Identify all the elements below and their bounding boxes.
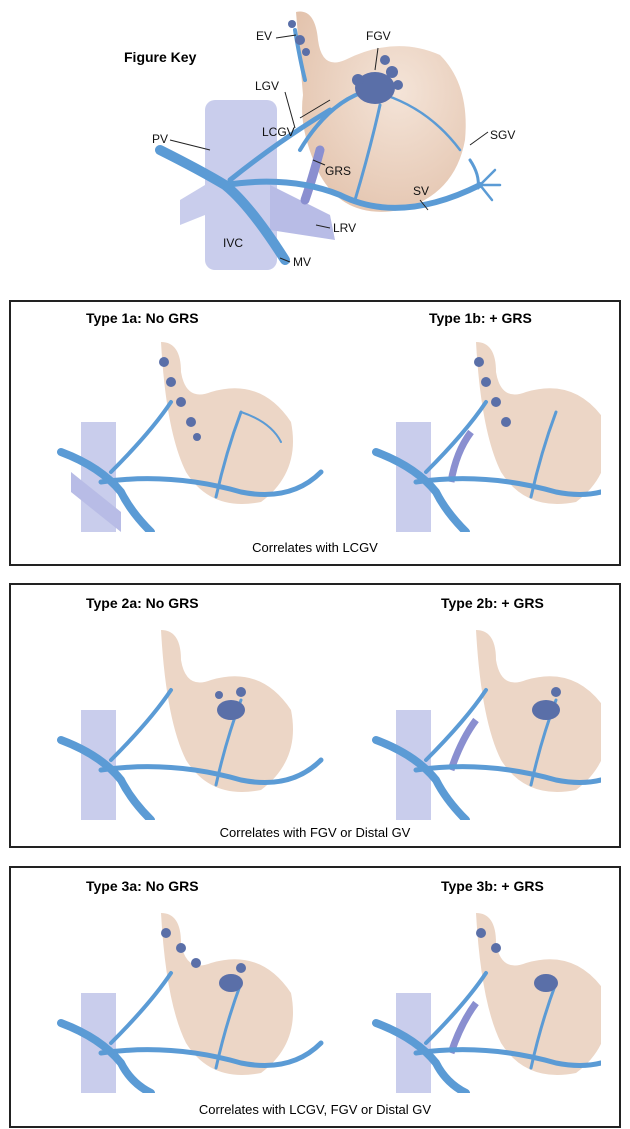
type-3a-illustration [61,913,321,1093]
type-3-panel: Type 3a: No GRS Type 3b: + GRS [9,866,621,1128]
type-1-panel: Type 1a: No GRS Type 1b: + GRS [9,300,621,566]
type-2b-illustration [376,630,601,820]
lrv-vessel [270,185,335,240]
type-2a-illustration [61,630,321,820]
type-1-caption: Correlates with LCGV [11,540,619,555]
type-3-illustrations [41,903,601,1093]
label-lgv: LGV [255,79,279,93]
label-grs: GRS [325,164,351,178]
type-1a-title: Type 1a: No GRS [86,310,199,326]
type-1b-illustration [376,342,601,532]
type-3b-illustration [376,913,601,1093]
type-3a-title: Type 3a: No GRS [86,878,199,894]
type-2-illustrations [41,620,601,820]
sgv-vessel [470,160,478,188]
type-2-caption: Correlates with FGV or Distal GV [11,825,619,840]
figure-key-title: Figure Key [124,49,196,65]
type-2-panel: Type 2a: No GRS Type 2b: + GRS [9,583,621,848]
figure-key-illustration [0,0,630,285]
type-1-illustrations [41,332,601,532]
type-1b-title: Type 1b: + GRS [429,310,532,326]
label-lcgv: LCGV [262,125,295,139]
label-pv: PV [152,132,168,146]
type-2b-title: Type 2b: + GRS [441,595,544,611]
label-ev: EV [256,29,272,43]
type-3-caption: Correlates with LCGV, FGV or Distal GV [11,1102,619,1117]
type-2a-title: Type 2a: No GRS [86,595,199,611]
label-ivc: IVC [223,236,243,250]
label-mv: MV [293,255,311,269]
label-sv: SV [413,184,429,198]
type-1a-illustration [61,342,321,532]
label-lrv: LRV [333,221,356,235]
label-sgv: SGV [490,128,515,142]
type-3b-title: Type 3b: + GRS [441,878,544,894]
label-fgv: FGV [366,29,391,43]
